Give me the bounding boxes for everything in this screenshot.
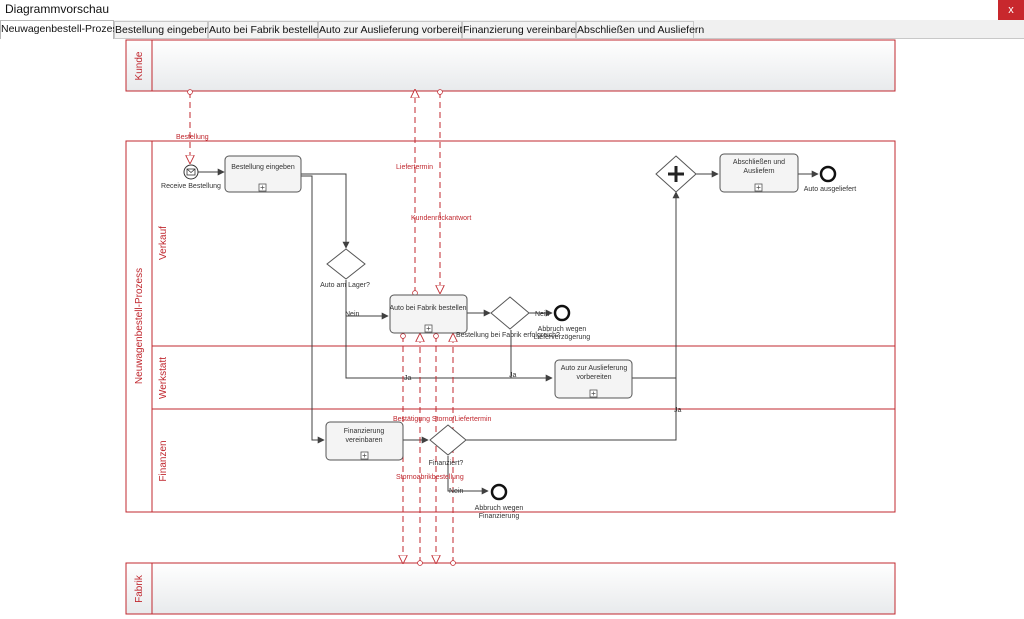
flow-label-yes-stock: Ja <box>404 375 412 382</box>
task-label-prepare-car-line2: vorbereiten <box>576 374 611 381</box>
flow-labels: Nein Ja Nein Ja Nein Ja <box>345 311 682 495</box>
task-label-financing-line1: Finanzierung <box>344 428 385 435</box>
sequence-flows <box>198 168 819 495</box>
task-prepare-car[interactable] <box>554 359 633 399</box>
task-label-prepare-car-line1: Auto zur Auslieferung <box>561 365 628 372</box>
lane-label-workshop: Werkstatt <box>158 357 169 399</box>
event-label-delivered: Auto ausgeliefert <box>804 186 857 193</box>
task-enter-order[interactable] <box>224 155 302 193</box>
flow-label-no-stock: Nein <box>345 311 360 318</box>
flow-label-yes-factory: Ja <box>509 372 517 379</box>
message-labels: Bestellung Liefertermin Kundenrückantwor… <box>176 134 492 481</box>
start-event-receive-order[interactable] <box>183 164 199 180</box>
lane-label-finance: Finanzen <box>158 440 169 481</box>
close-button[interactable]: x <box>998 0 1024 20</box>
event-label-abort-factory-line2: Lieferverzögerung <box>534 334 591 341</box>
tab-bestellung-eingeben[interactable]: Bestellung eingeben <box>114 21 210 38</box>
tab-finanzierung-vereinbaren[interactable]: Finanzierung vereinbaren <box>462 21 582 38</box>
flow-label-no-factory: Nein <box>535 311 550 318</box>
event-label-abort-finance-line1: Abbruch wegen <box>475 505 524 512</box>
gateway-in-stock[interactable] <box>326 248 366 280</box>
end-event-abort-factory[interactable] <box>553 304 571 322</box>
gateway-label-factory-ok: Bestellung bei Fabrik erfolgreich? <box>456 332 560 339</box>
message-label-customer-reply: Kundenrückantwort <box>411 215 471 222</box>
flow-label-yes-finance: Ja <box>674 407 682 414</box>
pool-label-factory: Fabrik <box>134 574 145 603</box>
event-label-receive-order: Receive Bestellung <box>161 183 221 190</box>
task-label-close-line1: Abschließen und <box>733 159 785 166</box>
task-close-deliver[interactable] <box>719 153 799 193</box>
message-label-confirmation: Bestätigung Storno/Liefertermin <box>393 416 492 423</box>
task-label-enter-order: Bestellung eingeben <box>231 164 295 171</box>
task-label-financing-line2: vereinbaren <box>346 437 383 444</box>
gateway-financed[interactable] <box>429 424 467 456</box>
end-event-delivered[interactable] <box>819 165 837 183</box>
gateway-parallel-join[interactable] <box>655 155 697 193</box>
gateway-label-financed: Finanziert? <box>429 460 464 467</box>
gateway-label-in-stock: Auto am Lager? <box>320 282 370 289</box>
event-label-abort-finance-line2: Finanzierung <box>479 513 520 520</box>
bpmn-diagram-canvas: Kunde Neuwagenbestell-Prozess Verkauf We… <box>125 39 896 615</box>
window-title: Diagrammvorschau <box>5 2 110 16</box>
pool-factory: Fabrik <box>125 562 896 615</box>
message-label-order: Bestellung <box>176 134 209 141</box>
tab-auto-zur-auslieferung-vorbereiten[interactable]: Auto zur Auslieferung vorbereiten <box>318 21 474 38</box>
end-event-abort-finance[interactable] <box>490 483 508 501</box>
task-order-factory[interactable] <box>389 294 468 334</box>
task-label-order-factory: Auto bei Fabrik bestellen <box>389 305 466 312</box>
message-label-delivery-date: Liefertermin <box>396 164 433 171</box>
lane-label-sales: Verkauf <box>158 226 169 260</box>
flow-label-no-finance: Nein <box>449 488 464 495</box>
tab-neuwagenbestell-prozess[interactable]: Neuwagenbestell-Prozess <box>0 20 123 39</box>
pool-label-customer: Kunde <box>134 51 145 80</box>
tab-auto-bei-fabrik-bestellen[interactable]: Auto bei Fabrik bestellen <box>208 21 325 38</box>
message-label-factory-cancel: Stornoabrikbestellung <box>396 474 464 481</box>
tab-abschliessen-und-ausliefern[interactable]: Abschließen und Ausliefern <box>576 21 704 38</box>
title-bar: Diagrammvorschau x <box>0 0 1024 21</box>
task-arrange-financing[interactable] <box>325 421 404 461</box>
tab-bar: Neuwagenbestell-Prozess Bestellung einge… <box>0 20 1024 39</box>
pool-customer: Kunde <box>125 39 896 92</box>
gateway-factory-ok[interactable] <box>490 296 530 330</box>
task-label-close-line2: Ausliefern <box>743 168 774 175</box>
pool-label-process: Neuwagenbestell-Prozess <box>134 268 145 384</box>
event-label-abort-factory-line1: Abbruch wegen <box>538 326 587 333</box>
